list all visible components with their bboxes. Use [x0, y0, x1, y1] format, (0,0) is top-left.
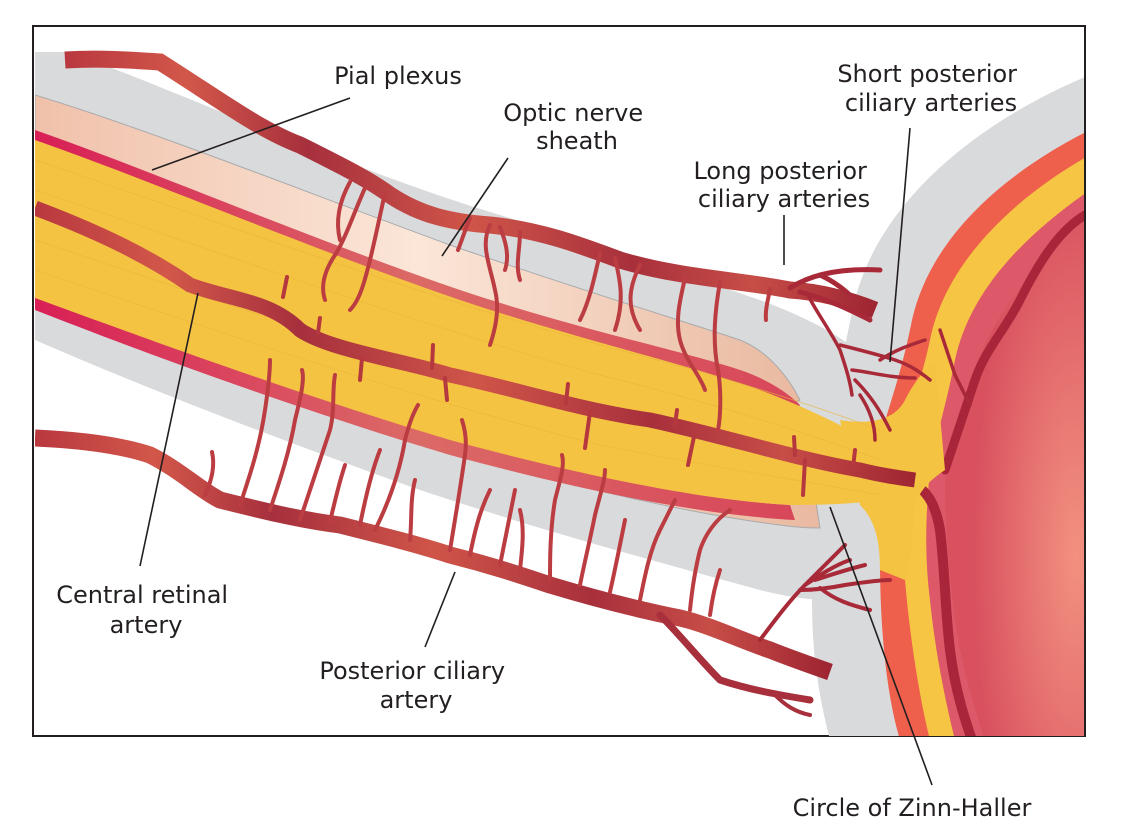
leader-posterior-ciliary-artery — [424, 571, 456, 648]
label-circle-zinn-haller: Circle of Zinn-Haller — [793, 794, 1032, 822]
label-long-posterior-ciliary-line2: ciliary arteries — [698, 185, 870, 213]
retinal-vessel-lower — [905, 475, 976, 736]
label-optic-nerve-sheath-line1: Optic nerve — [503, 99, 643, 127]
leader-circle-zinn-haller — [829, 506, 933, 786]
central-retinal-branches — [281, 275, 857, 497]
label-central-retinal-artery-line1: Central retinal — [56, 581, 228, 609]
label-posterior-ciliary-artery-line1: Posterior ciliary — [319, 657, 505, 685]
zinn-haller-lower-tree — [758, 543, 892, 642]
label-short-posterior-ciliary-line2: ciliary arteries — [845, 89, 1017, 117]
posterior-ciliary-branches — [203, 358, 732, 617]
posterior-ciliary-lower-branch-2 — [773, 693, 812, 717]
optic-nerve-fibers — [35, 140, 907, 505]
label-short-posterior-ciliary-line1: Short posterior — [837, 60, 1017, 88]
posterior-ciliary-lower-branch — [656, 611, 814, 704]
globe-interior — [945, 220, 1084, 736]
label-central-retinal-artery-line2: artery — [110, 611, 183, 639]
dura-sheath-lower-outer — [35, 320, 855, 601]
nerve-fiber-lines — [35, 159, 881, 496]
label-long-posterior-ciliary-line1: Long posterior — [693, 157, 867, 185]
retinal-vessel-upper — [940, 210, 1084, 475]
leader-pial-plexus — [151, 97, 351, 171]
pial-plexus-branches — [321, 180, 772, 432]
pia-upper — [35, 130, 800, 415]
leader-lines — [139, 97, 933, 786]
label-optic-nerve-sheath: Optic nerve sheath — [503, 99, 650, 155]
label-central-retinal-artery: Central retinal artery — [56, 581, 235, 639]
leader-short-posterior-ciliary — [889, 127, 911, 363]
label-posterior-ciliary-artery: Posterior ciliary artery — [319, 657, 512, 714]
label-short-posterior-ciliary: Short posterior ciliary arteries — [837, 60, 1024, 117]
leader-optic-nerve-sheath — [441, 157, 509, 257]
label-posterior-ciliary-artery-line2: artery — [380, 686, 453, 714]
short-posterior-ciliary-tree — [806, 293, 972, 442]
eye-globe — [812, 77, 1084, 736]
pial-plexus-artery — [64, 50, 879, 318]
label-optic-nerve-sheath-line2: sheath — [536, 127, 618, 155]
central-retinal-artery — [35, 200, 916, 488]
label-long-posterior-ciliary: Long posterior ciliary arteries — [693, 157, 874, 213]
posterior-ciliary-artery — [35, 429, 833, 681]
leader-central-retinal-artery — [139, 292, 199, 567]
label-pial-plexus: Pial plexus — [334, 62, 462, 90]
